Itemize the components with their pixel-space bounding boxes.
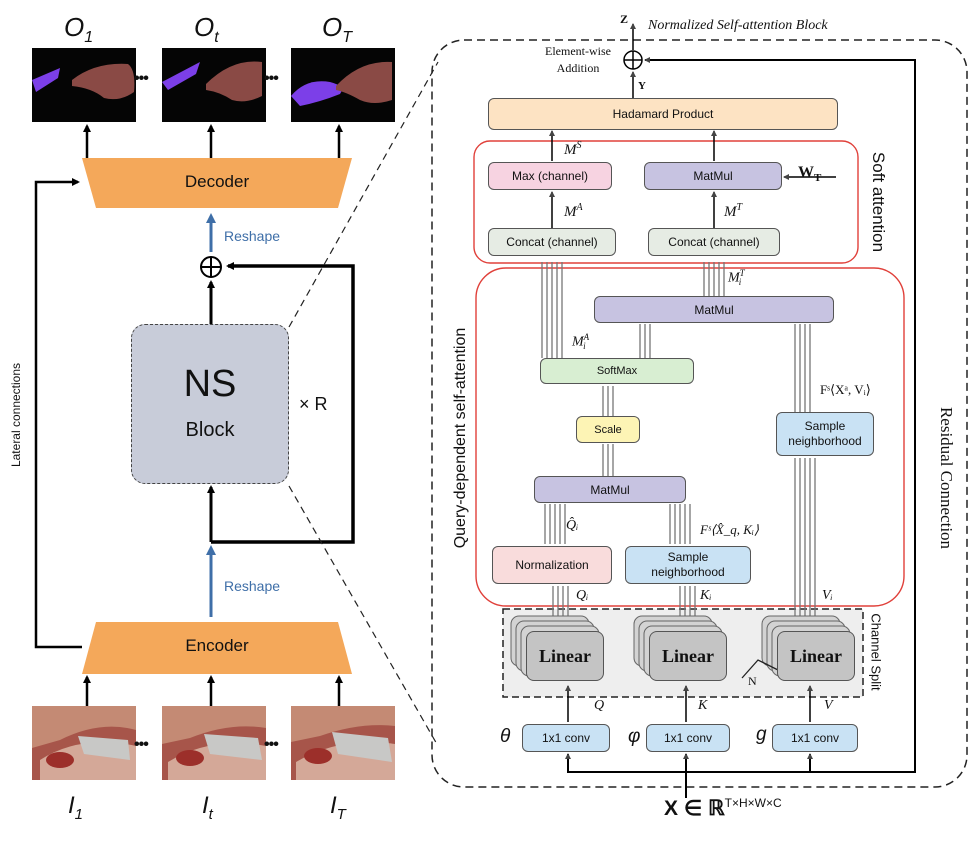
linear-q-box: Linear	[526, 631, 604, 681]
output-image-t	[162, 48, 266, 122]
input-dots-2: •••	[264, 736, 279, 753]
normalization-box: Normalization	[492, 546, 612, 584]
addition-label: Addition	[556, 61, 600, 75]
fs-mid-label: Fˢ⟨X̂_q, Kᵢ⟩	[700, 522, 759, 537]
concat-right-box: Concat (channel)	[648, 228, 780, 256]
concat-right-label: Concat (channel)	[668, 235, 760, 249]
ki-label: Kᵢ	[700, 588, 712, 603]
scale-box: Scale	[576, 416, 640, 443]
encoder-label: Encoder	[185, 636, 249, 655]
y-label: Y	[638, 80, 646, 92]
mit-label: MTi	[728, 268, 745, 288]
soft-attention-label: Soft attention	[869, 151, 888, 253]
nsa-block-border	[431, 39, 968, 788]
input-label-t: It	[202, 792, 213, 823]
input-image-T	[291, 706, 395, 780]
ns-title: NS	[183, 363, 237, 405]
input-dots-1: •••	[134, 736, 149, 753]
matmul-low-box: MatMul	[534, 476, 686, 503]
z-label: Z	[620, 12, 629, 26]
conv-g-box: 1x1 conv	[772, 724, 858, 752]
reshape-bottom-label: Reshape	[224, 578, 281, 594]
sample-right-line1: Sample	[804, 419, 846, 433]
input-label-1: I1	[68, 792, 84, 823]
mia-label: MAi	[572, 332, 590, 352]
output-label-1: O1	[64, 12, 94, 47]
concat-left-label: Concat (channel)	[506, 235, 598, 249]
block-title: Normalized Self-attention Block	[648, 18, 828, 33]
output-dots-1: •••	[134, 70, 149, 87]
linear-q-label: Linear	[539, 645, 591, 666]
n-label: N	[748, 674, 757, 688]
sample-right-box: Sample neighborhood	[776, 412, 874, 456]
decoder-label: Decoder	[184, 172, 250, 191]
softmax-box: SoftMax	[540, 358, 694, 384]
max-channel-label: Max (channel)	[511, 169, 589, 183]
vi-label: Vᵢ	[822, 588, 833, 603]
output-label-T: OT	[322, 12, 353, 47]
input-image-t	[162, 706, 266, 780]
g-label: g	[756, 724, 767, 745]
q-hat-label: Q̂ᵢ	[566, 518, 579, 533]
linear-v-box: Linear	[777, 631, 855, 681]
hadamard-box: Hadamard Product	[488, 98, 838, 130]
conv-g-label: 1x1 conv	[790, 731, 840, 745]
phi-label: φ	[628, 726, 641, 747]
channel-split-label: Channel Split	[868, 613, 884, 691]
ns-subtitle: Block	[185, 419, 235, 441]
q-label: Q	[594, 698, 605, 713]
fs-right-label: Fˢ⟨Xᵃ, Vᵢ⟩	[820, 382, 871, 397]
qi-label: Qᵢ	[576, 588, 589, 603]
lateral-label: Lateral connections	[9, 362, 23, 468]
sample-mid-box: Sample neighborhood	[625, 546, 751, 584]
residual-label: Residual Connection	[937, 406, 956, 550]
linear-k-label: Linear	[662, 645, 714, 666]
ms-label: MS	[564, 140, 582, 158]
elementwise-label: Element-wise	[545, 44, 611, 58]
ma-label: MA	[564, 202, 583, 220]
output-image-1	[32, 48, 136, 122]
input-image-1	[32, 706, 136, 780]
qdsa-label: Query-dependent self-attention	[452, 327, 469, 549]
max-channel-box: Max (channel)	[488, 162, 612, 190]
conv-phi-box: 1x1 conv	[646, 724, 730, 752]
output-image-T	[291, 48, 395, 122]
matmul-mid-box: MatMul	[594, 296, 834, 323]
output-dots-2: •••	[264, 70, 279, 87]
matmul-top-label: MatMul	[693, 169, 733, 183]
decoder-shape	[82, 158, 352, 208]
reshape-top-label: Reshape	[224, 228, 281, 244]
theta-label: θ	[500, 726, 511, 747]
conv-theta-label: 1x1 conv	[541, 731, 591, 745]
input-label-T: IT	[330, 792, 346, 823]
repeat-label: × R	[299, 394, 328, 414]
matmul-low-label: MatMul	[590, 482, 630, 497]
x-input-label: X ∈ ℝT×H×W×C	[664, 796, 782, 820]
matmul-mid-label: MatMul	[694, 302, 734, 317]
encoder-shape	[82, 622, 352, 674]
output-label-t: Ot	[194, 12, 219, 47]
sample-mid-line2: neighborhood	[651, 565, 725, 579]
normalization-label: Normalization	[515, 558, 589, 572]
softmax-label: SoftMax	[596, 365, 638, 377]
concat-left-box: Concat (channel)	[488, 228, 616, 256]
wt-label: WT	[798, 164, 822, 185]
scale-label: Scale	[594, 423, 622, 436]
k-label: K	[698, 698, 708, 713]
linear-v-label: Linear	[790, 645, 842, 666]
sample-right-line2: neighborhood	[788, 434, 862, 448]
mt-label: MT	[724, 202, 743, 220]
matmul-top-box: MatMul	[644, 162, 782, 190]
v-label: V	[824, 698, 833, 713]
hadamard-label: Hadamard Product	[612, 107, 714, 121]
soft-attention-border	[473, 140, 859, 264]
linear-k-box: Linear	[649, 631, 727, 681]
ns-block: NS Block	[131, 324, 289, 484]
sample-mid-line1: Sample	[667, 550, 709, 564]
conv-phi-label: 1x1 conv	[663, 731, 713, 745]
conv-theta-box: 1x1 conv	[522, 724, 610, 752]
